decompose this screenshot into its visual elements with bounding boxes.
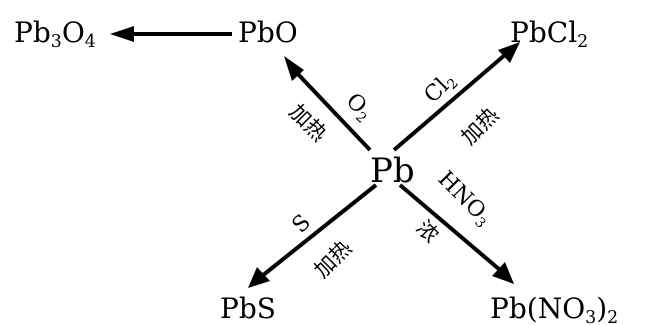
product-pb-no3-2: Pb(NO3)2 <box>490 292 618 325</box>
product-pbs: PbS <box>220 292 276 325</box>
condition-heat-pbcl2: 加热 <box>457 103 504 150</box>
arrow-pbo-to-pb3o4 <box>110 26 232 42</box>
condition-heat-pbs: 加热 <box>310 236 357 283</box>
product-pb3o4: Pb3O4 <box>14 16 96 52</box>
arrow-pb-to-pbo <box>284 56 372 152</box>
condition-cl2: Cl2 <box>420 68 462 110</box>
arrow-pb-to-pb-no3-2 <box>398 183 514 284</box>
product-pbcl2: PbCl2 <box>510 16 588 52</box>
arrow-pb-to-pbs <box>248 183 378 288</box>
arrow-pb-to-pbcl2 <box>392 42 520 152</box>
center-pb: Pb <box>370 151 415 191</box>
condition-heat-pbo: 加热 <box>284 100 331 147</box>
product-pbo: PbO <box>238 16 298 49</box>
